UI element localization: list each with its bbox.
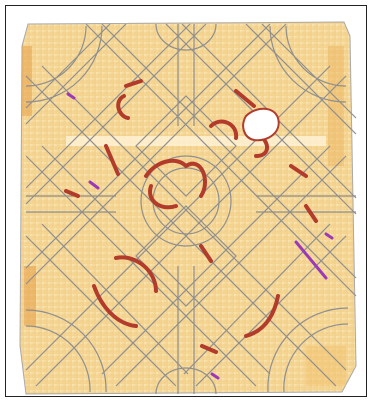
- unpainted-gap: [242, 107, 280, 142]
- corner-arcs: [25, 23, 349, 395]
- purple-accents: [66, 92, 334, 380]
- lattice-pattern-drawing: [19, 21, 357, 395]
- red-accents: [64, 79, 318, 354]
- lattice-bands: [25, 23, 357, 394]
- central-rosette: [135, 95, 237, 307]
- artwork-frame: [5, 5, 367, 397]
